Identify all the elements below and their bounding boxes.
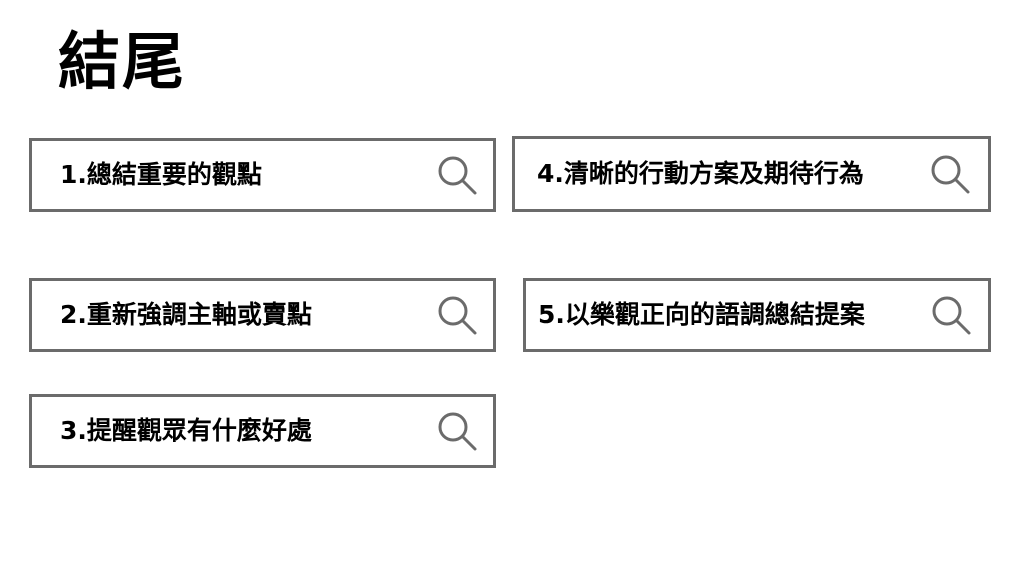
search-box-2[interactable]: 2.重新強調主軸或賣點 [29,278,496,352]
page-title: 結尾 [58,25,187,98]
search-box-3[interactable]: 3.提醒觀眾有什麼好處 [29,394,496,468]
search-box-label: 3.提醒觀眾有什麼好處 [60,416,312,445]
search-box-label: 1.總結重要的觀點 [60,160,262,189]
search-icon[interactable] [436,410,478,452]
search-box-1[interactable]: 1.總結重要的觀點 [29,138,496,212]
search-box-5[interactable]: 5.以樂觀正向的語調總結提案 [523,278,991,352]
search-icon[interactable] [436,294,478,336]
search-icon[interactable] [930,294,972,336]
search-box-label: 2.重新強調主軸或賣點 [60,300,312,329]
search-icon[interactable] [929,153,971,195]
search-box-label: 4.清晰的行動方案及期待行為 [537,159,864,188]
search-box-label: 5.以樂觀正向的語調總結提案 [538,300,865,329]
search-icon[interactable] [436,154,478,196]
search-box-4[interactable]: 4.清晰的行動方案及期待行為 [512,136,991,212]
